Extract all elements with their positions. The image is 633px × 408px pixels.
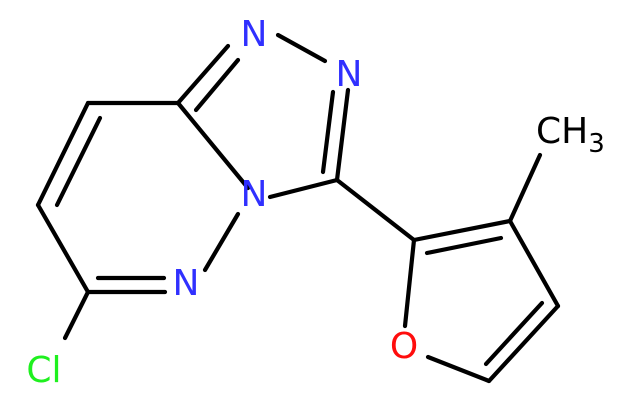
bond-n2-c3 bbox=[334, 87, 351, 183]
bond-o-c2f bbox=[402, 237, 417, 329]
atom-cl: Cl bbox=[26, 350, 61, 391]
bond-c8-c7 bbox=[35, 100, 91, 208]
bond-c2f-c3f bbox=[411, 218, 513, 243]
atom-n5: N bbox=[173, 263, 200, 304]
bond-c4f-c5f-inner bbox=[483, 300, 545, 367]
bond-c3-n4 bbox=[267, 177, 340, 200]
bond-n1-n2 bbox=[275, 32, 328, 64]
bond-c8a-n1-inner bbox=[193, 57, 241, 113]
bond-c2f-c3f-inner bbox=[424, 235, 504, 256]
bond-c4f-c5f bbox=[486, 303, 561, 384]
bond-c3f-methyl bbox=[507, 152, 543, 224]
bond-n4-c8a bbox=[175, 100, 251, 191]
atom-methyl: CH3 bbox=[536, 111, 605, 159]
bond-n5-n4 bbox=[202, 211, 241, 273]
bond-c7-c6 bbox=[35, 202, 91, 295]
bonds bbox=[35, 32, 561, 384]
bond-c6-cl bbox=[62, 289, 91, 341]
atom-o: O bbox=[390, 326, 418, 367]
atom-labels: N N N N O Cl CH3 bbox=[26, 14, 604, 391]
methyl-text: CH bbox=[536, 111, 588, 152]
methyl-subscript: 3 bbox=[588, 129, 605, 159]
bond-n2-c3-inner bbox=[320, 89, 336, 175]
bond-c8-c7-inner bbox=[54, 115, 103, 208]
bond-c5f-o bbox=[425, 354, 492, 384]
atom-n2: N bbox=[336, 54, 363, 95]
bond-c3-c2f bbox=[334, 177, 417, 243]
bond-c3f-c4f bbox=[507, 218, 561, 309]
atom-n1: N bbox=[241, 14, 268, 55]
bond-c8a-n1 bbox=[175, 43, 231, 106]
atom-n4: N bbox=[241, 174, 268, 215]
